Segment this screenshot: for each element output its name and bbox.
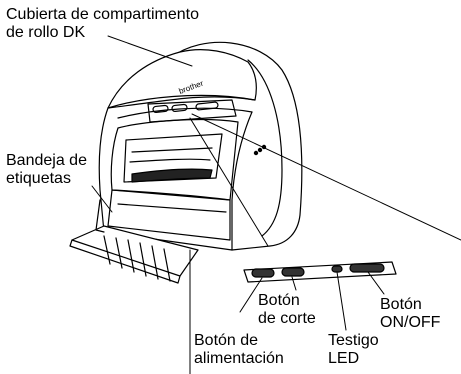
tray-rib-4 [139, 242, 147, 277]
detail-cut-button [281, 267, 305, 277]
front-panel-line [117, 203, 227, 213]
leader-cut [291, 276, 297, 291]
leader-dk-cover [107, 35, 193, 67]
label-dk-cover-line2: de rollo DK [6, 24, 86, 41]
label-led-indicator-line1: Testigo [328, 332, 379, 349]
label-exit-slot [131, 168, 213, 183]
inner-slot [129, 158, 211, 163]
leader-label-tray [91, 185, 113, 213]
label-feed-button-line1: Botón de [194, 332, 259, 349]
label-dk-cover: Cubierta de compartimento de rollo DK [6, 6, 199, 42]
inner-roller [131, 147, 213, 153]
side-vent-1 [253, 150, 259, 156]
label-power-button: Botón ON/OFF [380, 296, 440, 332]
detail-led [331, 265, 343, 273]
label-cutter-button: Botón de corte [258, 292, 316, 328]
detail-power-button [349, 263, 385, 273]
label-power-button-line2: ON/OFF [380, 314, 441, 331]
tray-arm [95, 199, 105, 233]
tray-rib-3 [127, 239, 135, 273]
front-opening [110, 118, 239, 201]
leader-power [367, 271, 385, 295]
cover-panel-line [117, 107, 253, 119]
tray-rib-6 [163, 248, 171, 282]
zoom-line-bottom [189, 117, 269, 247]
label-dk-cover-line1: Cubierta de compartimento [6, 6, 199, 23]
label-tray-rim [69, 239, 181, 284]
front-lower-panel [107, 189, 231, 241]
top-button-cut [171, 103, 188, 113]
label-label-tray-line2: etiquetas [6, 170, 71, 187]
top-button-panel [147, 99, 237, 123]
label-feed-button-line2: alimentación [194, 350, 284, 367]
tray-rib-5 [151, 245, 159, 280]
leader-feed [239, 277, 263, 313]
inner-label-path [123, 133, 223, 183]
label-led-indicator: Testigo LED [328, 332, 379, 368]
tray-rib-1 [103, 235, 111, 265]
label-power-button-line1: Botón [380, 296, 422, 313]
label-led-indicator-line2: LED [328, 350, 360, 367]
side-vent-2 [257, 147, 263, 153]
label-feed-button: Botón de alimentación [194, 332, 284, 368]
tray-rib-2 [115, 237, 123, 269]
cover-front-edge [107, 94, 256, 109]
zoom-line-top [191, 113, 461, 241]
label-label-tray-line1: Bandeja de [6, 152, 87, 169]
label-cutter-button-line1: Botón [258, 292, 300, 309]
top-button-power [195, 101, 219, 111]
printer-front-face [98, 107, 253, 251]
dk-roll-cover [107, 49, 257, 109]
printer-side-contour [247, 59, 283, 237]
label-cutter-button-line2: de corte [258, 310, 316, 327]
detail-feed-button [251, 268, 275, 278]
top-button-feed [152, 104, 169, 114]
label-label-tray: Bandeja de etiquetas [6, 152, 87, 188]
leader-led [336, 271, 347, 331]
